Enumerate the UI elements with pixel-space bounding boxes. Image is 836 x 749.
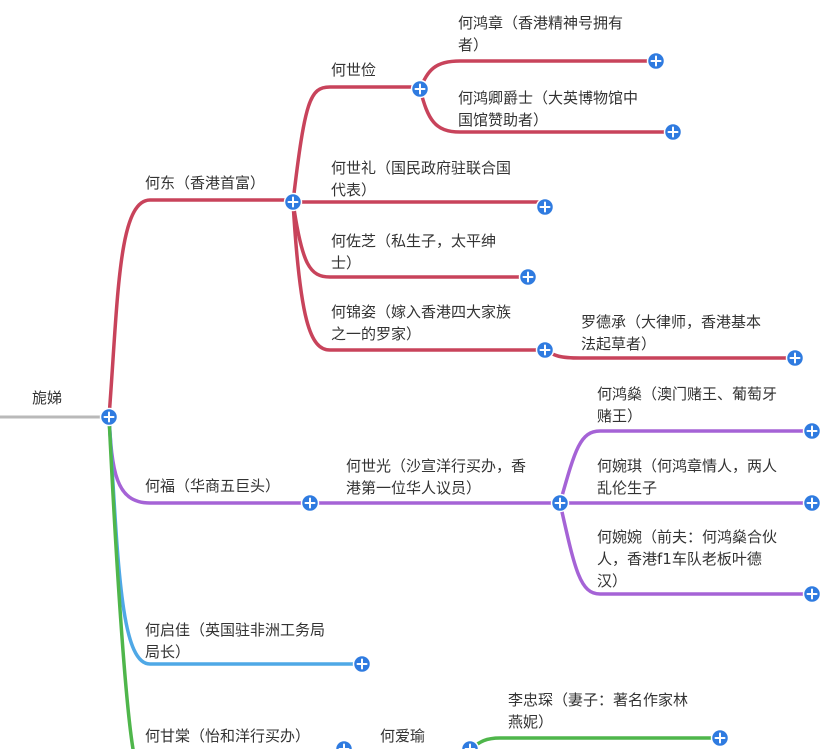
label-hewanwan: 何婉婉（前夫：何鸿燊合伙人，香港f1车队老板叶德汉） xyxy=(597,528,778,590)
expand-node-hewanqi[interactable] xyxy=(802,493,822,513)
expand-node-heshijian[interactable] xyxy=(410,79,430,99)
plus-glyph xyxy=(304,497,316,509)
expand-node-lizhongchen[interactable] xyxy=(710,728,730,748)
expand-node-luodecheng[interactable] xyxy=(785,348,805,368)
expand-node-hezuozhi[interactable] xyxy=(518,267,538,287)
label-heganlang: 何甘棠（怡和洋行买办） xyxy=(145,727,311,745)
label-hehongqing: 何鸿卿爵士（大英博物馆中国馆赞助者） xyxy=(458,89,639,129)
expand-nodes xyxy=(99,51,822,749)
expand-node-hehongqing[interactable] xyxy=(663,122,683,142)
line-heaiyu xyxy=(468,736,722,749)
plus-glyph xyxy=(789,352,801,364)
line-heganlang xyxy=(107,415,135,749)
label-hejinzi: 何锦姿（嫁入香港四大家族之一的罗家） xyxy=(331,303,512,343)
expand-node-heganlang[interactable] xyxy=(334,739,354,749)
line-heshijian xyxy=(291,85,422,204)
label-lizhongchen: 李忠琛（妻子：著名作家林燕妮） xyxy=(508,691,689,731)
label-hehongshen: 何鸿燊（澳门赌王、葡萄牙赌王） xyxy=(597,385,778,425)
plus-glyph xyxy=(539,344,551,356)
plus-glyph xyxy=(806,588,818,600)
expand-node-hefu[interactable] xyxy=(300,493,320,513)
label-heaiyu: 何爱瑜 xyxy=(380,727,426,745)
plus-glyph xyxy=(539,201,551,213)
plus-glyph xyxy=(522,271,534,283)
root-label: 旎娣 xyxy=(32,389,63,407)
line-hehongqing xyxy=(418,87,675,134)
line-hehongshen xyxy=(558,429,814,505)
expand-node-hewanwan[interactable] xyxy=(802,584,822,604)
plus-glyph xyxy=(554,497,566,509)
plus-glyph xyxy=(287,196,299,208)
plus-glyph xyxy=(714,732,726,744)
line-hedong xyxy=(107,198,295,419)
label-hewanqi: 何婉琪（何鸿章情人，两人乱伦生子 xyxy=(597,457,778,497)
label-hefu: 何福（华商五巨头） xyxy=(145,477,281,495)
label-hehongzhang: 何鸿章（香港精神号拥有者） xyxy=(458,14,624,54)
plus-glyph xyxy=(464,743,476,749)
plus-glyph xyxy=(806,425,818,437)
line-hehongzhang xyxy=(418,59,658,91)
line-hejinzi xyxy=(291,200,547,352)
label-hezuozhi: 何佐芝（私生子，太平绅士） xyxy=(331,232,497,272)
plus-glyph xyxy=(338,743,350,749)
expand-node-hedong[interactable] xyxy=(283,192,303,212)
line-hewanwan xyxy=(558,501,814,596)
plus-glyph xyxy=(806,497,818,509)
plus-glyph xyxy=(414,83,426,95)
label-heqijia: 何启佳（英国驻非洲工务局局长） xyxy=(145,621,326,661)
plus-glyph xyxy=(667,126,679,138)
plus-glyph xyxy=(103,411,115,423)
label-hedong: 何东（香港首富） xyxy=(145,174,266,192)
line-hezuozhi xyxy=(291,200,530,279)
expand-node-heaiyu[interactable] xyxy=(460,739,480,749)
expand-node-heshiguang[interactable] xyxy=(550,493,570,513)
expand-node-hehongshen[interactable] xyxy=(802,421,822,441)
expand-node-heshili[interactable] xyxy=(535,197,555,217)
expand-node-heqijia[interactable] xyxy=(352,654,372,674)
label-heshiguang: 何世光（沙宣洋行买办，香港第一位华人议员） xyxy=(346,457,527,497)
plus-glyph xyxy=(356,658,368,670)
expand-node-hehongzhang[interactable] xyxy=(646,51,666,71)
label-luodecheng: 罗德承（大律师，香港基本法起草者） xyxy=(581,313,762,353)
expand-node-hejinzi[interactable] xyxy=(535,340,555,360)
plus-glyph xyxy=(650,55,662,67)
label-heshili: 何世礼（国民政府驻联合国代表） xyxy=(331,159,512,199)
label-heshijian: 何世俭 xyxy=(331,61,377,79)
expand-node-root[interactable] xyxy=(99,407,119,427)
